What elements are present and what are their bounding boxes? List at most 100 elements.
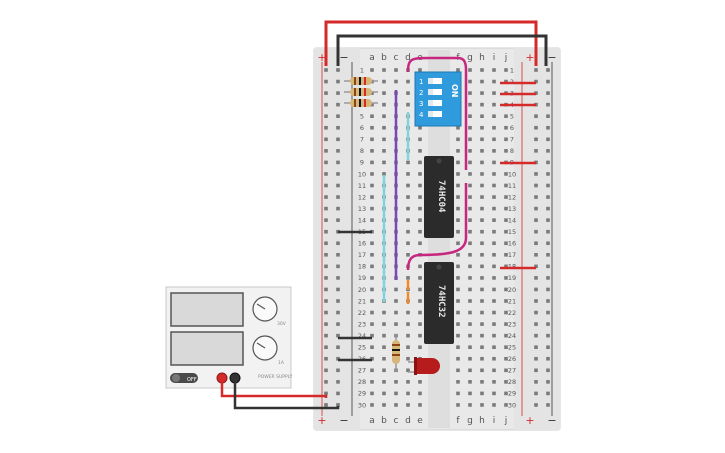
rail-hole[interactable] [324,91,328,95]
rail-hole[interactable] [324,345,328,349]
hole[interactable] [394,310,398,315]
hole[interactable] [480,218,484,222]
rail-hole[interactable] [324,229,328,234]
hole[interactable] [456,299,460,303]
hole[interactable] [456,310,460,315]
rail-hole[interactable] [534,391,538,396]
rail-hole[interactable] [336,183,340,188]
rail-hole[interactable] [546,322,550,326]
hole[interactable] [504,299,508,303]
wire-magenta-loop[interactable] [406,183,468,271]
rail-hole[interactable] [336,380,340,384]
hole[interactable] [504,345,508,349]
hole[interactable] [468,391,472,396]
hole[interactable] [480,333,484,338]
hole[interactable] [492,403,496,407]
hole[interactable] [480,299,484,303]
hole[interactable] [382,102,386,107]
hole[interactable] [480,114,484,118]
rail-hole[interactable] [534,380,538,384]
rail-hole[interactable] [336,264,340,269]
hole[interactable] [468,172,472,176]
hole[interactable] [382,380,386,384]
hole[interactable] [370,380,374,384]
hole[interactable] [468,241,472,246]
rail-hole[interactable] [546,160,550,165]
rail-hole[interactable] [336,310,340,315]
hole[interactable] [492,264,496,269]
voltage-knob[interactable] [252,296,278,322]
hole[interactable] [406,391,410,396]
rail-hole[interactable] [336,345,340,349]
rail-hole[interactable] [336,299,340,303]
hole[interactable] [480,102,484,107]
hole[interactable] [406,403,410,407]
hole[interactable] [468,125,472,130]
wire-black-top-bridge[interactable] [336,34,548,66]
rail-hole[interactable] [546,183,550,188]
rail-hole[interactable] [534,68,538,72]
hole[interactable] [406,356,410,361]
rail-hole[interactable] [324,368,328,373]
hole[interactable] [406,195,410,199]
hole[interactable] [468,195,472,199]
hole[interactable] [394,299,398,303]
hole[interactable] [418,287,422,292]
rail-hole[interactable] [336,160,340,165]
hole[interactable] [382,172,386,176]
hole[interactable] [406,172,410,176]
rail-hole[interactable] [546,102,550,107]
dip-switch[interactable]: ON 1 2 3 4 [414,71,462,127]
hole[interactable] [456,356,460,361]
hole[interactable] [382,368,386,373]
hole[interactable] [468,229,472,234]
hole[interactable] [468,79,472,84]
hole[interactable] [480,253,484,257]
hole[interactable] [418,183,422,188]
hole[interactable] [504,276,508,280]
rail-hole[interactable] [534,183,538,188]
hole[interactable] [370,322,374,326]
hole[interactable] [480,264,484,269]
hole[interactable] [406,206,410,211]
rail-hole[interactable] [324,380,328,384]
hole[interactable] [492,137,496,142]
rail-hole[interactable] [546,356,550,361]
hole[interactable] [480,241,484,246]
hole[interactable] [382,391,386,396]
rail-hole[interactable] [534,241,538,246]
rail-hole[interactable] [336,137,340,142]
rail-hole[interactable] [546,206,550,211]
rail-hole[interactable] [546,276,550,280]
hole[interactable] [480,403,484,407]
hole[interactable] [480,172,484,176]
hole[interactable] [394,403,398,407]
hole[interactable] [418,345,422,349]
hole[interactable] [492,368,496,373]
hole[interactable] [370,125,374,130]
rail-hole[interactable] [546,345,550,349]
hole[interactable] [504,195,508,199]
hole[interactable] [504,79,508,84]
hole[interactable] [418,218,422,222]
hole[interactable] [504,310,508,315]
hole[interactable] [406,160,410,165]
hole[interactable] [370,391,374,396]
hole[interactable] [480,183,484,188]
hole[interactable] [418,195,422,199]
hole[interactable] [370,137,374,142]
hole[interactable] [480,368,484,373]
rail-hole[interactable] [336,368,340,373]
hole[interactable] [492,160,496,165]
rail-hole[interactable] [324,172,328,176]
hole[interactable] [418,160,422,165]
rail-hole[interactable] [336,195,340,199]
hole[interactable] [504,218,508,222]
rail-hole[interactable] [336,79,340,84]
rail-hole[interactable] [534,310,538,315]
hole[interactable] [468,137,472,142]
rail-hole[interactable] [324,114,328,118]
hole[interactable] [406,322,410,326]
led-red[interactable] [408,357,440,375]
hole[interactable] [492,218,496,222]
